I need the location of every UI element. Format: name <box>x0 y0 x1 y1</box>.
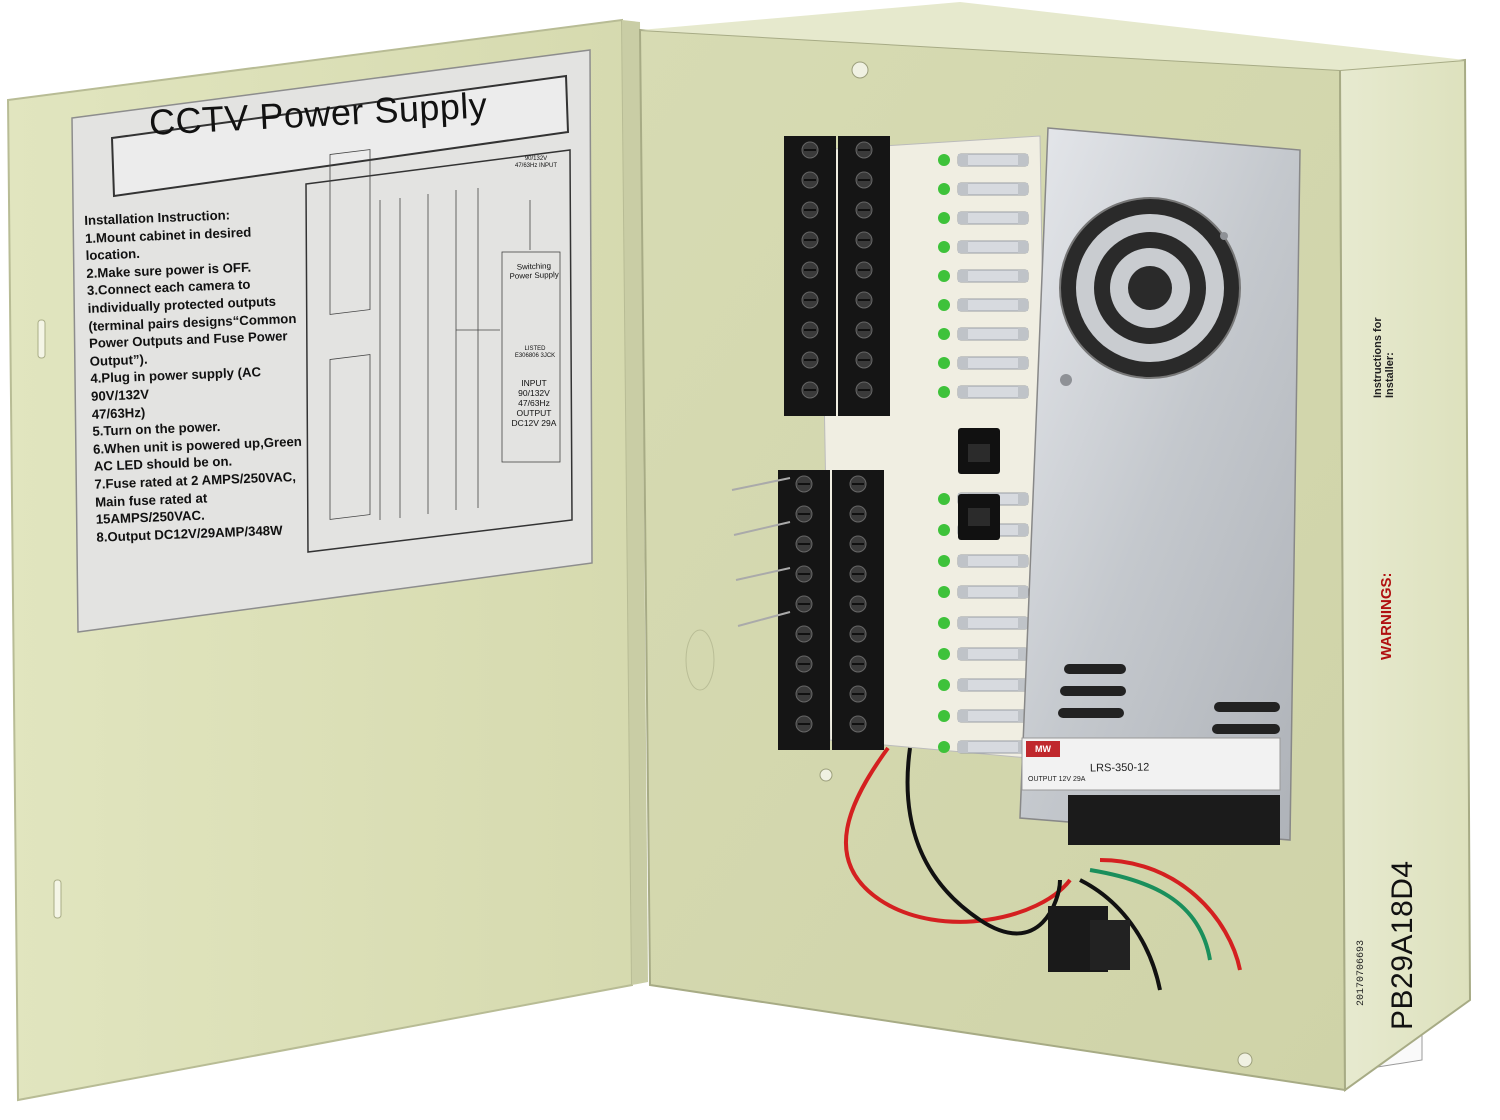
status-led <box>938 648 950 660</box>
fuse[interactable] <box>957 356 1029 370</box>
status-led <box>938 270 950 282</box>
fuse[interactable] <box>957 385 1029 399</box>
switching-psu-module <box>1019 127 1301 845</box>
warnings-label: WARNINGS: <box>1378 572 1395 661</box>
status-led <box>938 617 950 629</box>
fuse[interactable] <box>957 616 1029 630</box>
fuse[interactable] <box>957 269 1029 283</box>
fuse[interactable] <box>957 709 1029 723</box>
cabinet-door <box>6 18 1445 1102</box>
status-led <box>938 357 950 369</box>
psu-spec-label: OUTPUT 12V 29A <box>1028 776 1086 783</box>
fuse[interactable] <box>957 182 1029 196</box>
fuse[interactable] <box>957 678 1029 692</box>
status-led <box>938 212 950 224</box>
meanwell-logo: MW <box>1026 741 1060 757</box>
wiring-diagram <box>329 149 561 520</box>
status-led <box>938 183 950 195</box>
status-led <box>938 710 950 722</box>
diagram-rating-label: INPUT 90/132V 47/63Hz OUTPUT DC12V 29A <box>511 378 557 428</box>
diagram-input-label: 90/132V 47/63Hz INPUT <box>514 156 557 169</box>
fuse[interactable] <box>957 298 1029 312</box>
status-led <box>938 386 950 398</box>
status-led <box>938 586 950 598</box>
fuse[interactable] <box>957 585 1029 599</box>
barcode-number: 20170706693 <box>1356 939 1367 1006</box>
status-led <box>938 154 950 166</box>
status-led <box>938 328 950 340</box>
fuse[interactable] <box>957 647 1029 661</box>
psu-model-label: LRS-350-12 <box>1089 761 1150 775</box>
status-led <box>938 555 950 567</box>
installer-label: Instructions for Installer: <box>1372 317 1396 398</box>
status-led <box>938 741 950 753</box>
serial-number: PB29A18D4 <box>1386 860 1419 1030</box>
fuse-array <box>938 153 1029 754</box>
fuse[interactable] <box>957 153 1029 167</box>
diagram-listed-label: LISTED E306806 3JCK <box>514 346 556 359</box>
status-led <box>938 524 950 536</box>
status-led <box>938 493 950 505</box>
status-led <box>938 679 950 691</box>
installation-instructions: Installation Instruction: 1.Mount cabine… <box>84 204 309 546</box>
terminal-blocks <box>778 136 890 750</box>
fuse[interactable] <box>957 211 1029 225</box>
fuse[interactable] <box>957 740 1029 754</box>
fuse[interactable] <box>957 327 1029 341</box>
fuse[interactable] <box>957 240 1029 254</box>
status-led <box>938 299 950 311</box>
diagram-switching-label: Switching Power Supply <box>509 261 559 281</box>
fuse[interactable] <box>957 554 1029 568</box>
status-led <box>938 241 950 253</box>
